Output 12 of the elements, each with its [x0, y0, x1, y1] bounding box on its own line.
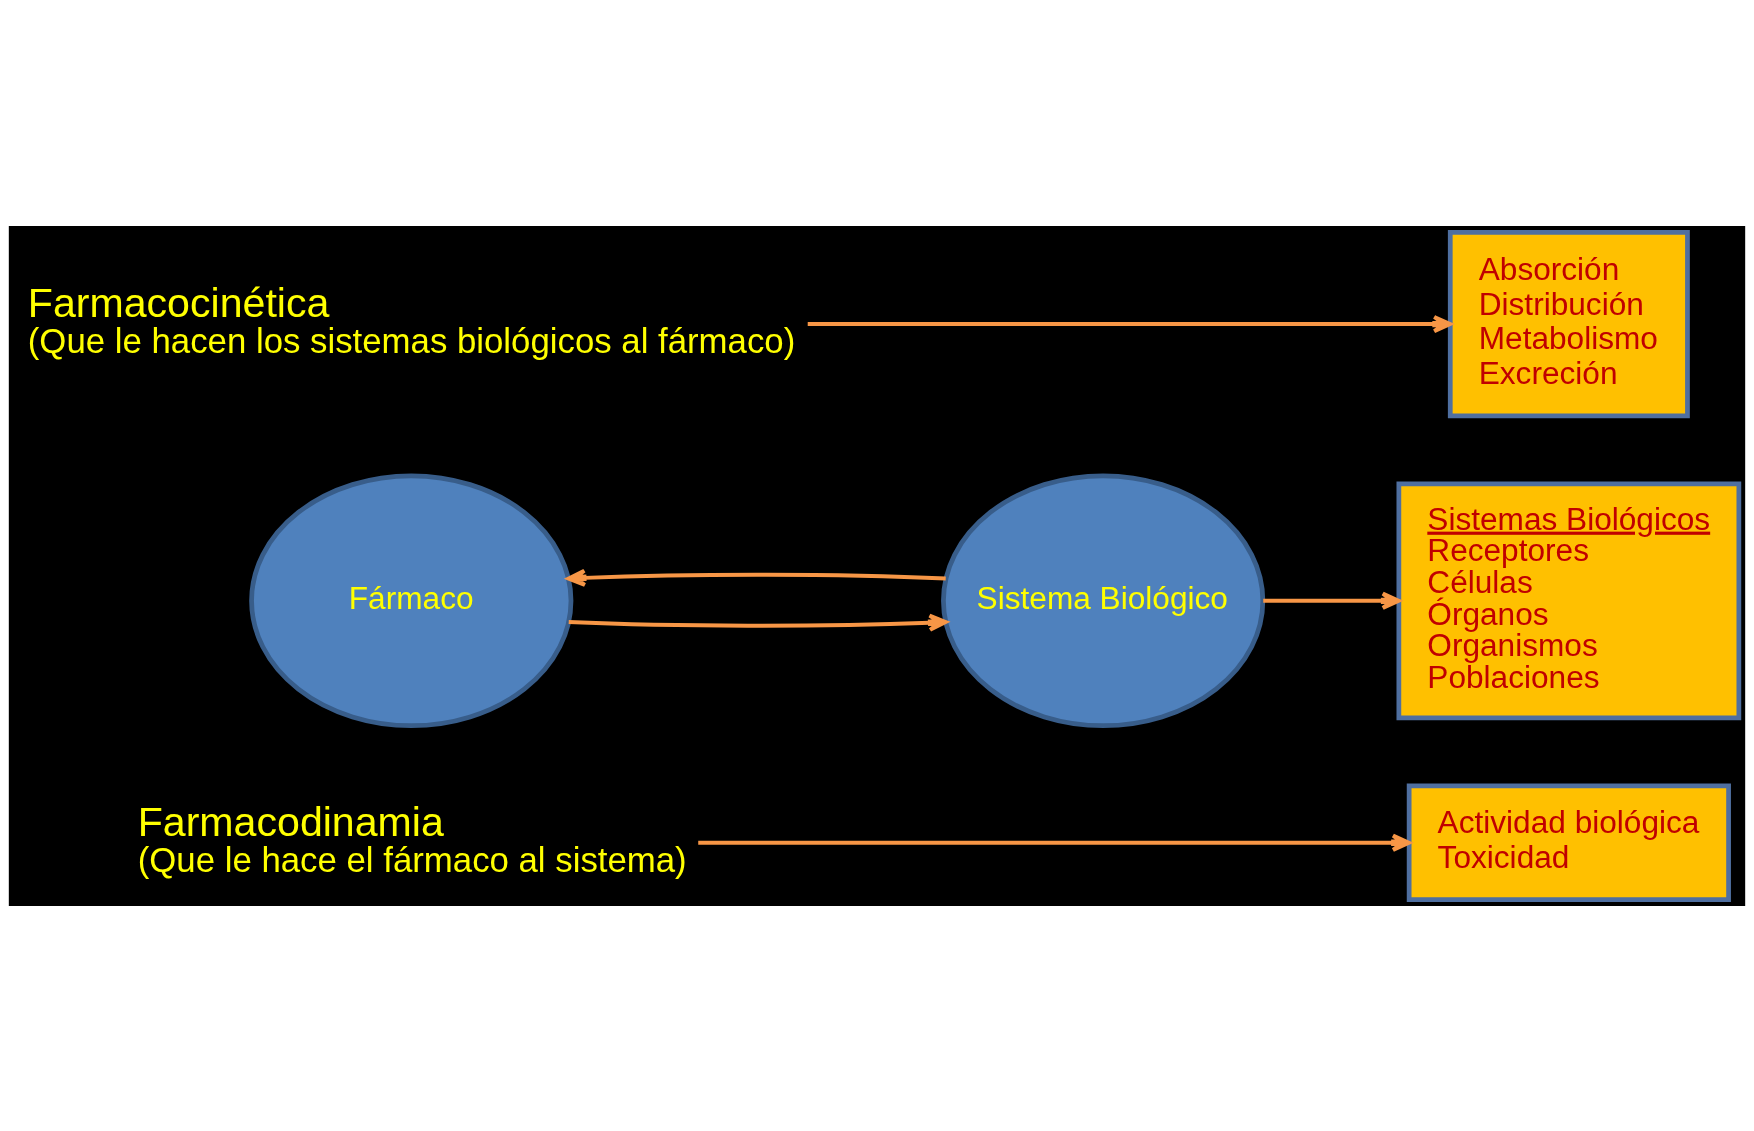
- node-box: Actividad biológica Toxicidad: [1406, 782, 1731, 902]
- arrow: [566, 568, 946, 587]
- arrow: [568, 613, 948, 632]
- arrow: [698, 833, 1411, 852]
- node-text: Farmacodinamia (Que le hace el fármaco al sistema): [137, 798, 687, 879]
- node-ellipse: Sistema Biológico: [941, 473, 1266, 728]
- node-box: Sistemas Biológicos Receptores Células Órganos Organismos Poblaciones: [1396, 480, 1742, 720]
- node-ellipse: Fármaco: [249, 473, 574, 728]
- node-box: Absorción Distribución Metabolismo Excreción: [1447, 229, 1690, 418]
- arrow: [1263, 591, 1401, 610]
- node-text: Farmacocinética (Que le hacen los sistemas biológicos al fármaco): [27, 279, 796, 360]
- arrow: [807, 314, 1453, 333]
